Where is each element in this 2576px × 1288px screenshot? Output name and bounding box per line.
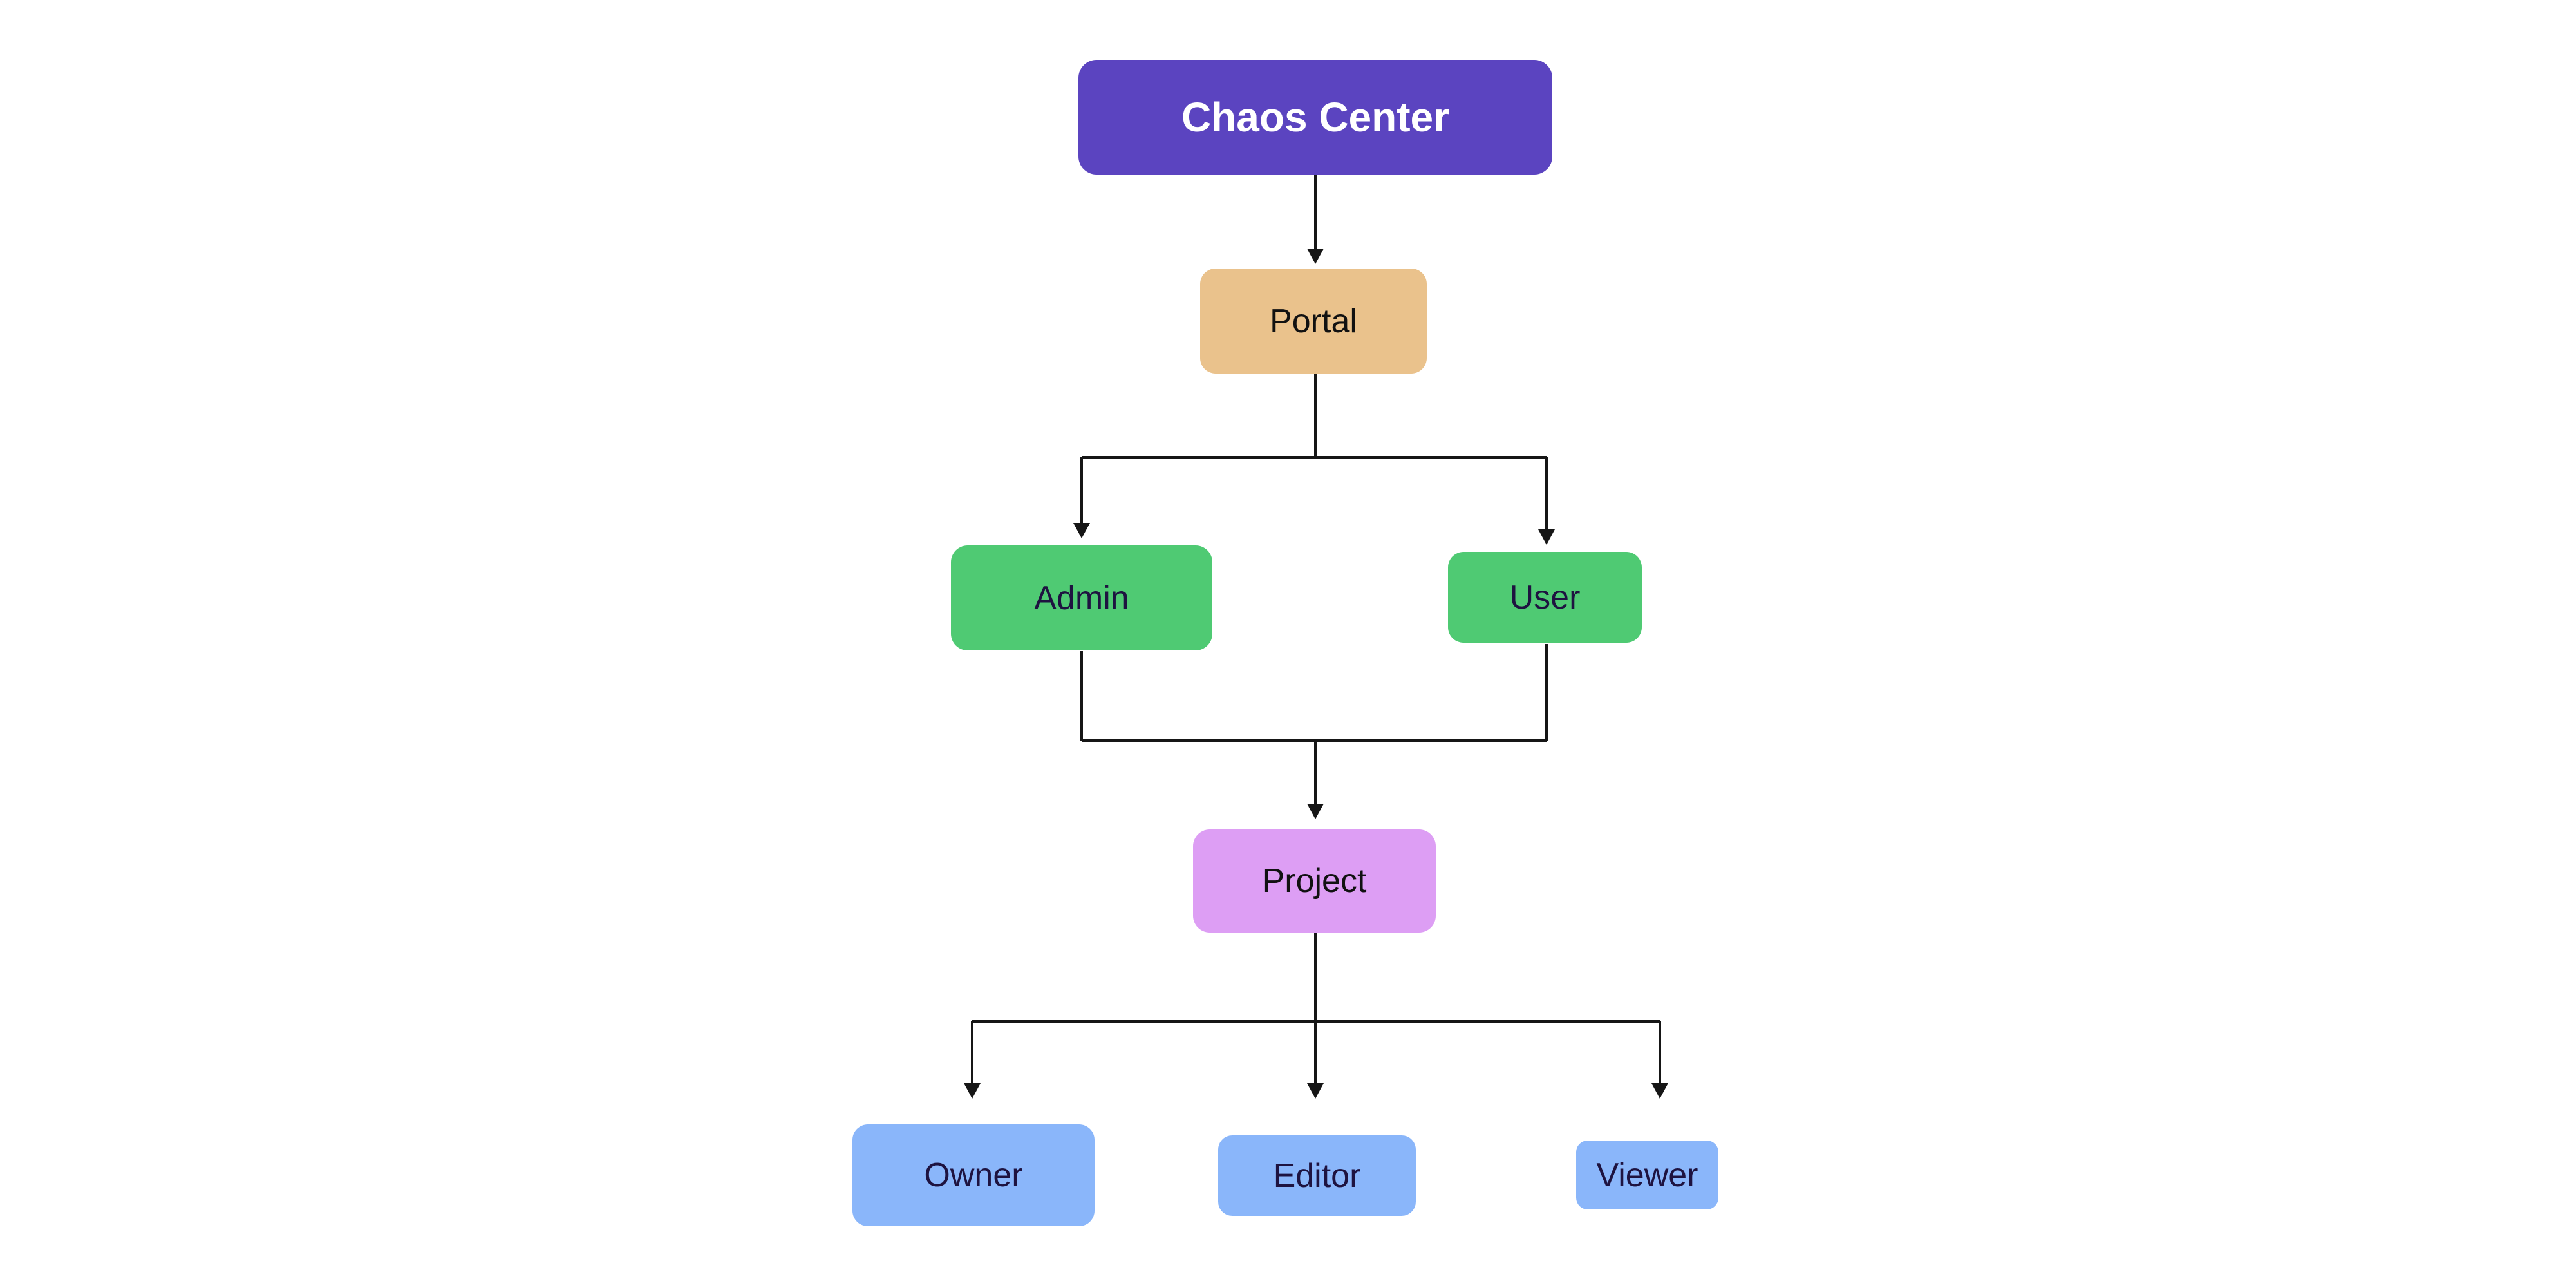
node-viewer-label: Viewer [1596,1156,1698,1194]
node-portal-label: Portal [1270,302,1357,340]
node-user: User [1448,552,1642,643]
node-project: Project [1193,829,1436,933]
node-viewer: Viewer [1576,1141,1718,1209]
edge-join-to-project [1307,741,1324,819]
node-editor: Editor [1218,1135,1416,1216]
node-admin-label: Admin [1034,579,1129,617]
edge-admin-user-join [1080,644,1548,742]
edge-chaos-center-to-portal [1307,175,1324,264]
edge-portal-to-user [1538,457,1555,545]
node-portal: Portal [1200,269,1427,374]
edge-portal-split [1082,374,1547,459]
node-admin: Admin [951,545,1212,650]
edge-project-to-editor [1307,933,1324,1099]
node-chaos-center-label: Chaos Center [1181,94,1450,140]
node-owner: Owner [852,1124,1095,1226]
node-user-label: User [1509,578,1581,616]
node-project-label: Project [1262,862,1367,900]
edge-portal-to-admin [1073,457,1090,538]
node-chaos-center: Chaos Center [1078,60,1552,175]
edge-project-to-viewer [1651,1021,1668,1099]
edge-project-to-owner [964,1021,981,1099]
node-editor-label: Editor [1273,1157,1361,1195]
node-owner-label: Owner [924,1157,1023,1194]
